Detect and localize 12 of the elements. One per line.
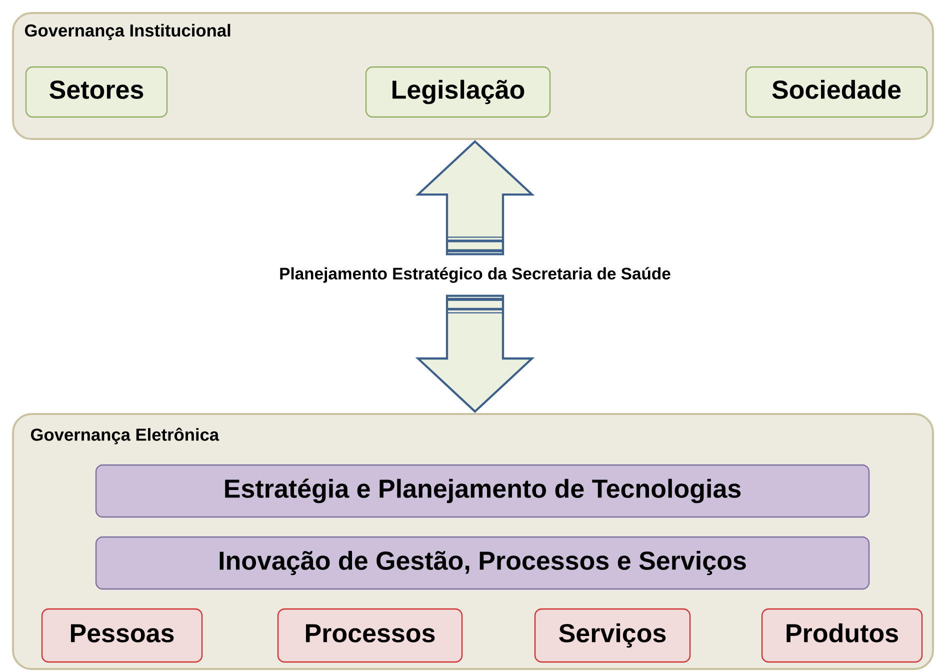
element-box: Serviços [534, 608, 691, 663]
group-title: Governança Eletrônica [30, 428, 220, 444]
element-box: Processos [277, 608, 463, 663]
layer-bar: Estratégia e Planejamento de Tecnologias [95, 464, 870, 518]
center-label: Planejamento Estratégico da Secretaria de Saúde [280, 267, 670, 283]
category-box: Legislação [365, 66, 551, 118]
element-box: Pessoas [41, 608, 203, 663]
category-box: Setores [25, 66, 168, 118]
group-title: Governança Institucional [24, 24, 230, 40]
layer-bar: Inovação de Gestão, Processos e Serviços [95, 536, 870, 590]
element-box: Produtos [761, 608, 923, 663]
category-box: Sociedade [745, 66, 928, 118]
